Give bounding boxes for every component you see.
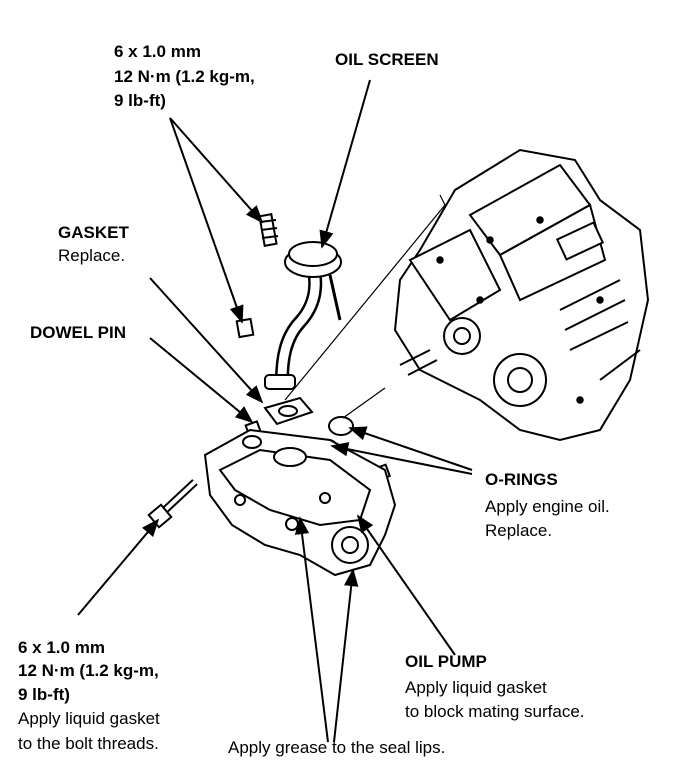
oil-screen-part — [264, 241, 342, 390]
bolt-upper-2 — [235, 317, 255, 339]
o-rings-note-1: Apply engine oil. — [485, 497, 610, 516]
oil-pump-note-1: Apply liquid gasket — [405, 678, 547, 697]
gasket-label: GASKET — [58, 223, 129, 242]
o-rings-label: O-RINGS — [485, 470, 558, 489]
gasket-part — [263, 396, 314, 426]
oil-pump-part — [203, 428, 397, 577]
oil-screen-label: OIL SCREEN — [335, 50, 439, 69]
bolt-top-spec-2: 12 N·m (1.2 kg-m, — [114, 67, 255, 86]
o-rings-note-2: Replace. — [485, 521, 553, 540]
gasket-note: Replace. — [58, 246, 126, 265]
bolt-lower — [147, 479, 198, 529]
engine-block — [393, 148, 650, 442]
oil-pump-label: OIL PUMP — [405, 652, 487, 671]
bolt-bottom-note-2: to the bolt threads. — [18, 734, 159, 753]
dowel-pin-label: DOWEL PIN — [30, 323, 127, 342]
bolt-top-spec-1: 6 x 1.0 mm — [114, 42, 201, 61]
oil-pump-note-2: to block mating surface. — [405, 702, 585, 721]
seal-lips-note: Apply grease to the seal lips. — [228, 738, 446, 757]
bolt-bottom-spec-3: 9 lb-ft) — [18, 685, 70, 704]
bolt-bottom-spec-2: 12 N·m (1.2 kg-m, — [18, 661, 159, 680]
bolt-bottom-spec-1: 6 x 1.0 mm — [18, 638, 105, 657]
bolt-upper-1 — [258, 213, 279, 247]
bolt-bottom-note-1: Apply liquid gasket — [18, 709, 160, 728]
bolt-top-spec-3: 9 lb-ft) — [114, 91, 166, 110]
